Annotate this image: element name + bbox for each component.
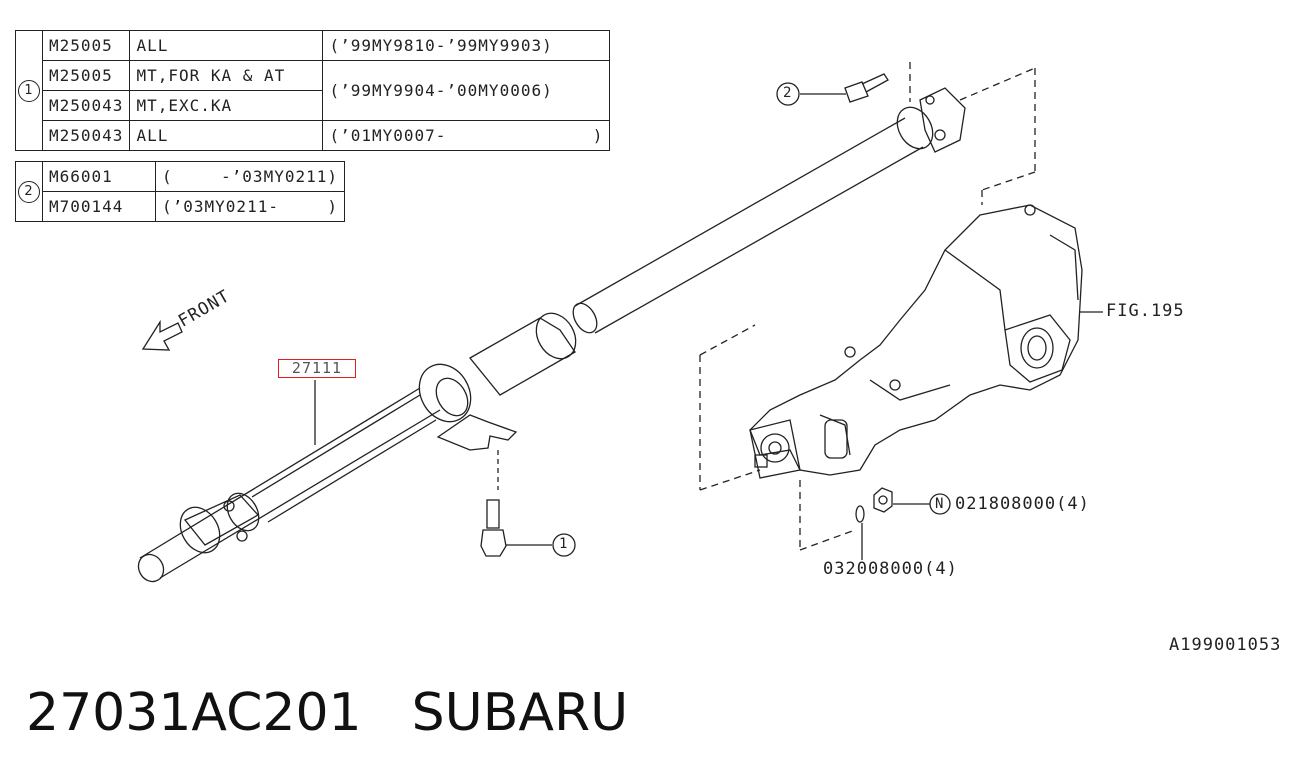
period-start: (’01MY0007-: [329, 126, 447, 145]
callout-2-number: 2: [783, 85, 793, 101]
footer-title: 27031AC201 SUBARU: [26, 683, 628, 743]
part-code: M25005: [41, 30, 131, 61]
rear-shaft: [469, 87, 966, 396]
fig-ref-label: FIG.195: [1106, 301, 1185, 321]
callout-2-icon: 2: [18, 181, 40, 203]
front-shaft: [137, 387, 441, 583]
period-end: ): [327, 197, 338, 216]
part-code: M250043: [41, 90, 131, 121]
applicability: ALL: [129, 120, 324, 151]
table-callout-cell: 2: [15, 161, 43, 222]
part-code: M700144: [42, 191, 156, 222]
flange-nut: [873, 487, 893, 513]
footer-brand: SUBARU: [411, 683, 629, 743]
footer-part-number: 27031AC201: [26, 683, 362, 743]
nut-part-number: 021808000(4): [955, 494, 1090, 514]
table-row: 2 M66001 ( -’03MY0211): [15, 161, 345, 222]
period-end: -’03MY0211): [221, 167, 338, 186]
callout-circle-2: [776, 82, 800, 106]
period: ( -’03MY0211): [155, 161, 345, 192]
period: (’01MY0007- ): [322, 120, 611, 151]
period: (’99MY9904-’00MY0006): [322, 60, 611, 121]
washer-part-number: 032008000(4): [823, 559, 958, 579]
part-27111-highlight[interactable]: 27111: [278, 359, 356, 378]
table-row: M250043 MT,EXC.KA: [16, 90, 610, 121]
period: (’03MY0211- ): [155, 191, 345, 222]
ref-table-2: 2 M66001 ( -’03MY0211) M700144 (’03MY021…: [15, 161, 345, 222]
table-row: M25005 MT,FOR KA & AT (’99MY9904-’00MY00…: [16, 60, 611, 121]
lock-washer: [855, 505, 865, 523]
table-row: M700144 (’03MY0211- ): [16, 191, 345, 222]
period-start: (’03MY0211-: [162, 197, 279, 216]
drawing-number: A199001053: [1169, 635, 1282, 655]
callout-circle-n: [929, 493, 951, 515]
applicability: MT,FOR KA & AT: [129, 60, 324, 91]
bolt-top: [844, 73, 889, 103]
part-code: M250043: [41, 120, 131, 151]
table-callout-cell: 1: [15, 30, 43, 151]
applicability: MT,EXC.KA: [129, 90, 324, 121]
part-code: M66001: [42, 161, 156, 192]
table-row: 1 M25005 ALL (’99MY9810-’99MY9903): [15, 30, 611, 151]
front-arrow-icon: [141, 319, 183, 351]
applicability: ALL: [129, 30, 324, 61]
period: (’99MY9810-’99MY9903): [322, 30, 611, 61]
bolt-bottom: [480, 499, 507, 557]
nut-callout-n: N: [935, 496, 945, 512]
table-row: M250043 ALL (’01MY0007- ): [16, 120, 611, 151]
callout-1-icon: 1: [18, 80, 40, 102]
dashed-guide-top: [909, 62, 1036, 205]
part-code: M25005: [41, 60, 131, 91]
period-start: (: [162, 167, 173, 186]
differential-housing: [749, 204, 1083, 479]
dashed-guide-diff: [699, 324, 856, 551]
period-end: ): [592, 126, 604, 145]
ref-table-1: 1 M25005 ALL (’99MY9810-’99MY9903) M2500…: [15, 30, 611, 151]
callout-circle-1: [552, 533, 576, 557]
center-bearing: [418, 363, 518, 490]
callout-1-number: 1: [559, 536, 569, 552]
